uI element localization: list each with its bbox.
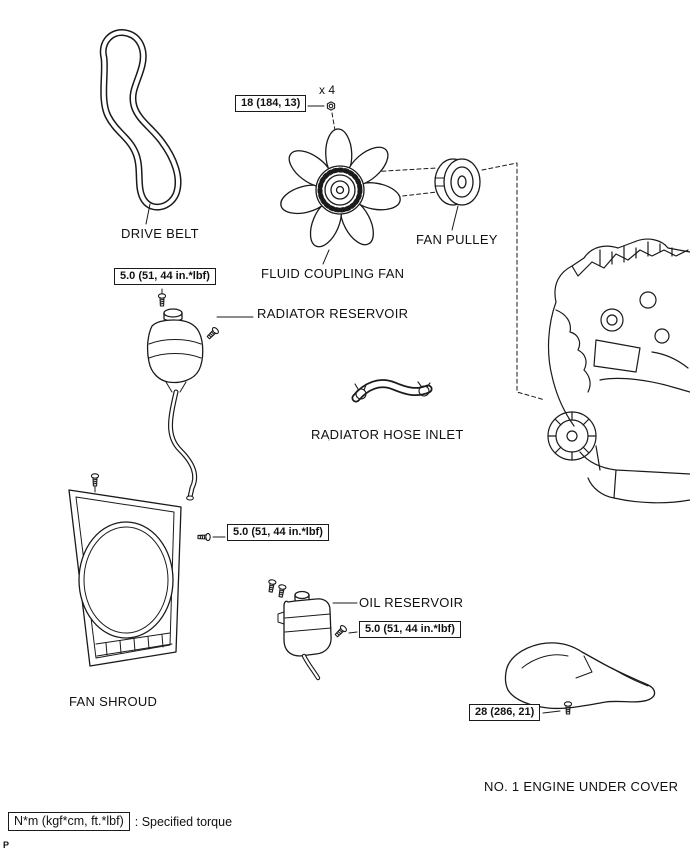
fan-shroud-torque-box: 5.0 (51, 44 in.*lbf) — [227, 524, 329, 541]
bolt-icon — [157, 293, 167, 307]
fan-nut-torque-box: 18 (184, 13) — [235, 95, 307, 112]
radiator-reservoir-art — [146, 288, 254, 501]
bolt-icon — [90, 473, 100, 487]
torque-unit-box: N*m (kgf*cm, ft.*lbf) — [8, 812, 130, 831]
oil-reservoir-torque-box: 5.0 (51, 44 in.*lbf) — [359, 621, 461, 638]
fan-shroud-label: FAN SHROUD — [69, 694, 158, 709]
fluid-coupling-fan-label: FLUID COUPLING FAN — [261, 266, 405, 281]
fan-nut-count-label: x 4 — [319, 83, 336, 97]
page-mark: P — [3, 840, 10, 850]
nut-icon — [326, 101, 336, 111]
engine-under-cover-art — [504, 642, 656, 714]
bolt-icon — [276, 583, 287, 599]
radiator-reservoir-torque-box: 5.0 (51, 44 in.*lbf) — [114, 268, 216, 285]
radiator-reservoir-label: RADIATOR RESERVOIR — [257, 306, 409, 321]
engine-art — [547, 238, 690, 504]
screw-icon — [205, 325, 221, 341]
bolt-icon — [333, 623, 349, 639]
torque-legend-text: : Specified torque — [134, 814, 233, 829]
fan-pulley-label: FAN PULLEY — [416, 232, 498, 247]
under-cover-torque-box: 28 (286, 21) — [469, 704, 541, 721]
radiator-hose-inlet-label: RADIATOR HOSE INLET — [311, 427, 464, 442]
oil-reservoir-label: OIL RESERVOIR — [359, 595, 464, 610]
fluid-coupling-fan-art — [280, 128, 401, 441]
radiator-hose-art — [351, 379, 433, 403]
oil-reservoir-art — [277, 590, 358, 681]
bolt-icon — [266, 578, 277, 594]
drive-belt-art — [99, 29, 182, 225]
torque-legend: N*m (kgf*cm, ft.*lbf) : Specified torque — [8, 812, 232, 831]
bolt-icon — [197, 532, 211, 542]
fan-leader-line — [322, 249, 330, 265]
pulley-leader-line — [451, 205, 459, 231]
fan-pulley-art — [434, 158, 481, 206]
fan-shroud-art — [68, 485, 226, 667]
engine-under-cover-label: NO. 1 ENGINE UNDER COVER — [484, 779, 679, 794]
drive-belt-label: DRIVE BELT — [121, 226, 199, 241]
